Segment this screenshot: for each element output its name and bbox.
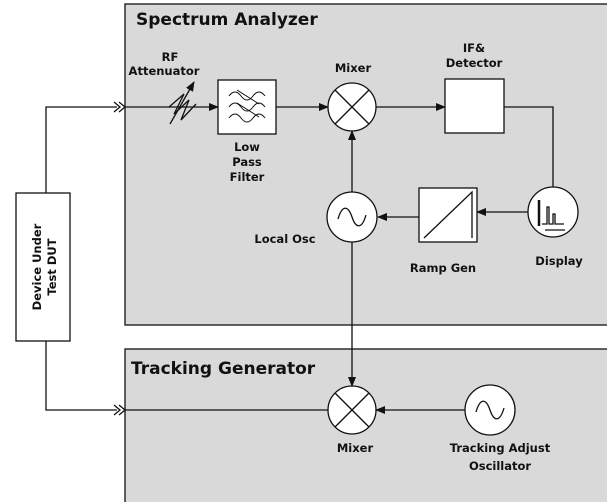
- local-osc-label: Local Osc: [254, 232, 315, 246]
- mixer-bottom-label: Mixer: [337, 441, 374, 455]
- lpf-label-line2: Pass: [232, 155, 262, 169]
- lpf-label-line1: Low: [234, 140, 260, 154]
- rf-attenuator-symbol: [168, 81, 197, 125]
- display-label: Display: [535, 254, 583, 268]
- low-pass-filter-box: [217, 79, 277, 135]
- tracking-label-line1: Tracking Adjust: [450, 441, 551, 455]
- mixer-top-label: Mixer: [335, 61, 372, 75]
- rf-label-line2: Attenuator: [129, 64, 200, 78]
- spectrum-analyzer-title: Spectrum Analyzer: [136, 10, 318, 30]
- ramp-icon: [423, 190, 473, 239]
- local-osc-symbol: [326, 191, 378, 243]
- tracking-generator-title: Tracking Generator: [131, 359, 316, 379]
- dut-label-line2: Test DUT: [45, 238, 59, 295]
- display-symbol: [527, 186, 579, 238]
- if-to-display-wire: [504, 106, 554, 187]
- ramp-gen-label: Ramp Gen: [410, 261, 476, 275]
- mixer-top-symbol: [327, 82, 377, 132]
- lpf-label-line3: Filter: [230, 170, 265, 184]
- if-label-line1: IF&: [463, 41, 485, 55]
- dut-label-line1: Device Under: [30, 223, 44, 310]
- dut-box: [15, 192, 71, 342]
- filter-wave-icon: [228, 89, 266, 123]
- if-detector-box: [444, 78, 505, 134]
- rf-label-line1: RF: [162, 50, 179, 64]
- dut-input-wire: [45, 341, 117, 411]
- tracking-label-line2: Oscillator: [469, 459, 531, 473]
- tracking-osc-symbol: [464, 384, 516, 436]
- mixer-bottom-symbol: [327, 385, 377, 435]
- spectrum-analyzer-panel: [124, 3, 607, 326]
- dut-output-wire: [45, 106, 117, 193]
- if-label-line2: Detector: [446, 56, 503, 70]
